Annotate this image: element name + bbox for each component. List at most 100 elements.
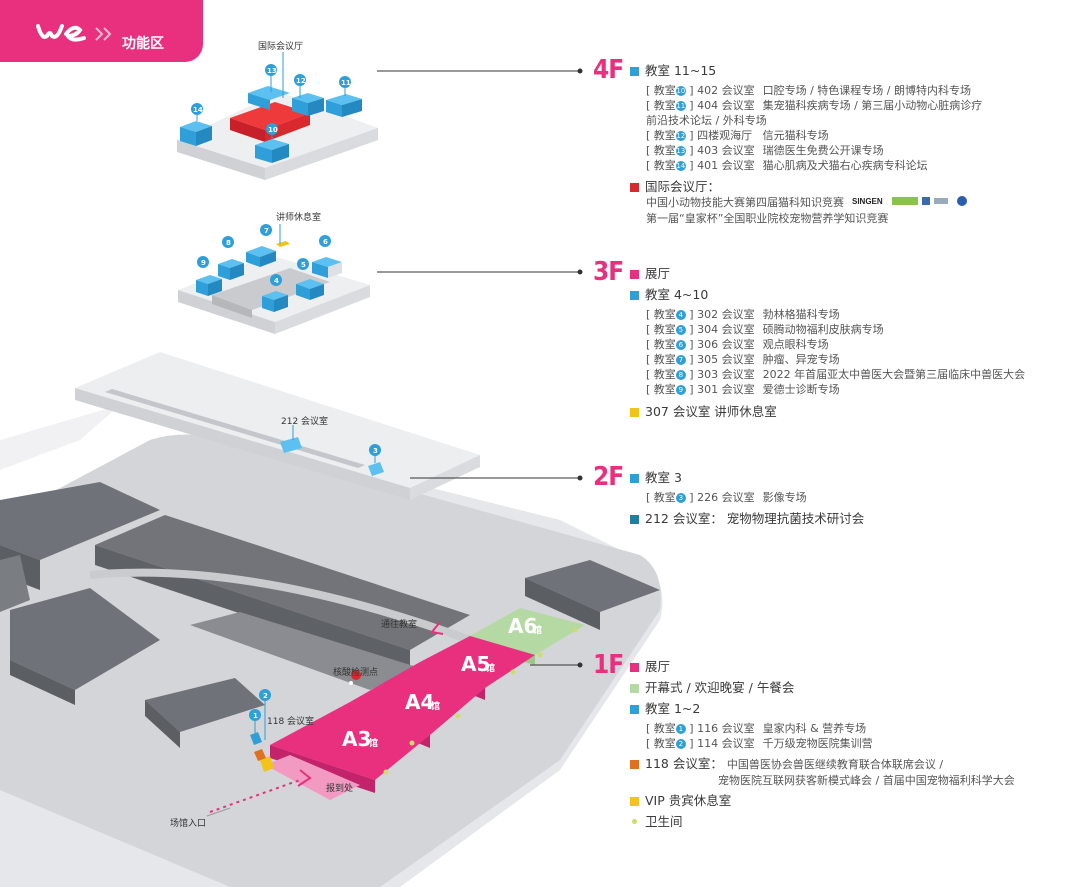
svg-text:13: 13 [267,67,277,75]
legend-1f-classrooms: 教室 1~2 [630,701,1070,717]
floor-3f-block: 讲师休息室 9 8 7 6 5 4 [178,211,370,334]
legend-1f-wc: 卫生间 [630,814,1070,830]
room-row: [ 教室14 ] 401 会议室 猫心肌病及犬猫右心疾病专科论坛 [646,159,928,172]
svg-text:10: 10 [268,126,278,134]
pin-10: 10 [266,123,278,139]
we-logo-icon [36,24,86,42]
section-title: 功能区 [122,36,164,52]
svg-text:4: 4 [274,277,279,285]
svg-text:2: 2 [263,692,268,700]
speaker-lounge-label: 讲师休息室 [276,211,321,223]
test-point-label: 核酸检测点 [333,666,378,678]
pin-2: 2 [259,689,271,740]
legend-3f-lounge: 307 会议室 讲师休息室 [630,404,1070,420]
restroom-dots [383,627,578,775]
intl-line-2: 第一届“皇家杯”全国职业院校宠物营养学知识竞赛 [646,212,889,225]
register-label: 报到处 [326,782,353,794]
svg-text:SINGEN: SINGEN [852,197,883,206]
pin-13: 13 [265,64,277,92]
legend-1f-room118: 118 会议室： 中国兽医协会兽医继续教育联合体联席会议 / [630,756,1070,773]
room-row: [ 教室10 ] 402 会议室 口腔专场 / 特色课程专场 / 朗博特内科专场 [646,84,971,97]
legend-1f-ceremony: 开幕式 / 欢迎晚宴 / 午餐会 [630,680,1070,696]
to-classroom-label: 通往教室 [381,618,417,630]
svg-text:3: 3 [373,447,378,455]
legend-2f-room212: 212 会议室： 宠物物理抗菌技术研讨会 [630,511,1070,527]
room-row: [ 教室11 ] 404 会议室 集宠猫科疾病专场 / 第三届小动物心脏病诊疗 [646,99,983,112]
svg-text:11: 11 [341,79,351,87]
pin-12: 12 [294,74,306,98]
vip-lounge-block [260,756,274,772]
pin-7: 7 [260,224,272,236]
floor-label-1f: 1F [593,650,624,680]
room-212-label: 212 会议室 [281,415,328,427]
svg-text:7: 7 [264,227,269,235]
entrance-arrow-icon [209,769,312,813]
svg-text:A5: A5 [461,652,490,676]
room-118-label: 118 会议室 [267,715,314,727]
legend-3f-hall: 展厅 [630,266,1070,282]
floor-4f-block: 国际会议厅 13 12 11 14 10 [177,40,378,180]
floor-label-3f: 3F [593,257,624,287]
legend-1f-hall: 展厅 [630,659,1070,675]
pin-6: 6 [319,235,331,247]
svg-text:馆: 馆 [533,624,542,636]
to-classroom-arrow [430,621,444,635]
pin-11: 11 [339,76,351,96]
room-1-block [250,732,262,745]
svg-text:6: 6 [323,238,328,246]
intl-line-1: 中国小动物技能大赛第四届猫科知识竞赛 SINGEN [646,195,1070,211]
pin-8: 8 [222,236,234,248]
pin-9: 9 [197,256,209,268]
svg-text:12: 12 [296,77,306,85]
pin-1: 1 [249,709,261,733]
svg-text:14: 14 [193,106,203,114]
legend-4f: 教室 11~15 [ 教室10 ] 402 会议室 口腔专场 / 特色课程专场 … [630,63,1070,226]
pin-4: 4 [270,274,282,286]
register-area [265,755,360,800]
legend-2f-classroom: 教室 3 [630,470,1070,486]
svg-text:馆: 馆 [486,662,495,674]
floor-2f-block: 212 会议室 3 [75,352,480,500]
svg-text:5: 5 [301,261,306,269]
legend-4f-classrooms: 教室 11~15 [630,63,1070,79]
leader-lines [377,68,583,668]
room-118-block [254,749,266,761]
room-row-cont: 前沿技术论坛 / 外科专场 [646,114,767,127]
room-row: [ 教室13 ] 403 会议室 瑞德医生免费公开课专场 [646,144,884,157]
location-pin-icon [349,670,362,690]
svg-text:馆: 馆 [369,737,378,749]
floor-label-2f: 2F [593,462,624,492]
svg-text:9: 9 [201,259,206,267]
section-header: 功能区 [0,0,203,62]
svg-text:A3: A3 [342,727,371,751]
pin-3: 3 [369,444,381,463]
double-chevron-icon [95,27,112,41]
intl-hall-label: 国际会议厅 [258,40,303,52]
pin-14: 14 [191,103,203,121]
entrance-label: 场馆入口 [170,817,206,829]
legend-1f-vip: VIP 贵宾休息室 [630,793,1070,809]
svg-text:A6: A6 [508,614,537,638]
svg-text:A4: A4 [405,690,434,714]
floor-1f-buildings [0,482,660,748]
room-row: [ 教室12 ] 四楼观海厅 信元猫科专场 [646,129,829,142]
room118-line-2: 宠物医院互联网获客新模式峰会 / 首届中国宠物福利科学大会 [718,774,1015,787]
svg-text:1: 1 [253,712,258,720]
svg-text:馆: 馆 [431,700,440,712]
legend-4f-intl-hall: 国际会议厅： [630,179,1070,195]
svg-text:8: 8 [226,239,231,247]
floor-label-4f: 4F [593,55,624,85]
